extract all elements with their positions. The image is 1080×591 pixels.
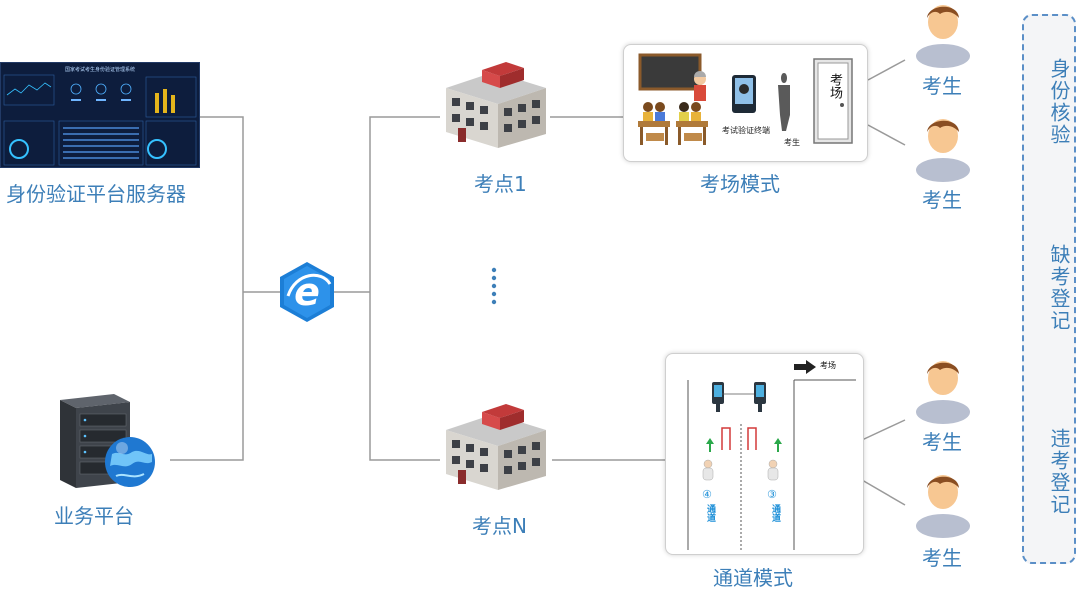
exam-room-scene [638, 53, 853, 145]
sidebar-item-identity-verification: 身份核验 [1047, 58, 1071, 146]
candidate-label-4: 考生 [922, 546, 962, 570]
channel-arrow-label: 考场 [820, 361, 836, 370]
candidate-avatar-icon-3 [916, 361, 970, 424]
function-sidebar: 身份核验 缺考登记 违考登记 [1022, 14, 1076, 564]
dashboard-title: 国家考试考生身份验证管理系统 [64, 67, 135, 73]
business-platform-label: 业务平台 [54, 504, 134, 528]
server-label: 身份验证平台服务器 [6, 182, 186, 206]
candidate-avatar-icon-1 [916, 5, 970, 68]
building-icon-site1 [446, 62, 546, 148]
exam-room-mode-label: 考场模式 [700, 172, 780, 196]
exam-room-box: 考试验证终端 考生 考场 [623, 44, 868, 162]
sidebar-item-absence-registration: 缺考登记 [1047, 244, 1071, 332]
candidate-label-2: 考生 [922, 188, 962, 212]
channel4-text: 通道 [705, 504, 715, 522]
exam-room-door-sign: 考场 [827, 73, 842, 99]
candidate-avatar-icon-4 [916, 475, 970, 538]
dashboard-graphics [3, 74, 197, 166]
building-icon-siteN [446, 404, 546, 490]
server-dashboard: 国家考试考生身份验证管理系统 [0, 62, 200, 168]
site1-label: 考点1 [474, 172, 527, 196]
channel-scene [687, 360, 856, 550]
channel4-number: ④ [702, 488, 712, 501]
sidebar-item-violation-registration: 违考登记 [1047, 428, 1071, 516]
network-e-icon: e [280, 262, 334, 322]
channel3-text: 通道 [770, 504, 780, 522]
candidate-label-1: 考生 [922, 74, 962, 98]
ellipsis-dots [491, 267, 497, 305]
siteN-label: 考点N [472, 514, 527, 538]
channel3-number: ③ [767, 488, 777, 501]
channel-mode-box: 考场 ④ 通道 ③ 通道 [665, 353, 864, 555]
candidate-avatar-icon-2 [916, 119, 970, 182]
channel-mode-label: 通道模式 [713, 566, 793, 590]
server-rack-icon [60, 394, 155, 488]
verification-terminal-label: 考试验证终端 [722, 126, 770, 135]
room-candidate-label: 考生 [784, 138, 800, 147]
candidate-label-3: 考生 [922, 430, 962, 454]
